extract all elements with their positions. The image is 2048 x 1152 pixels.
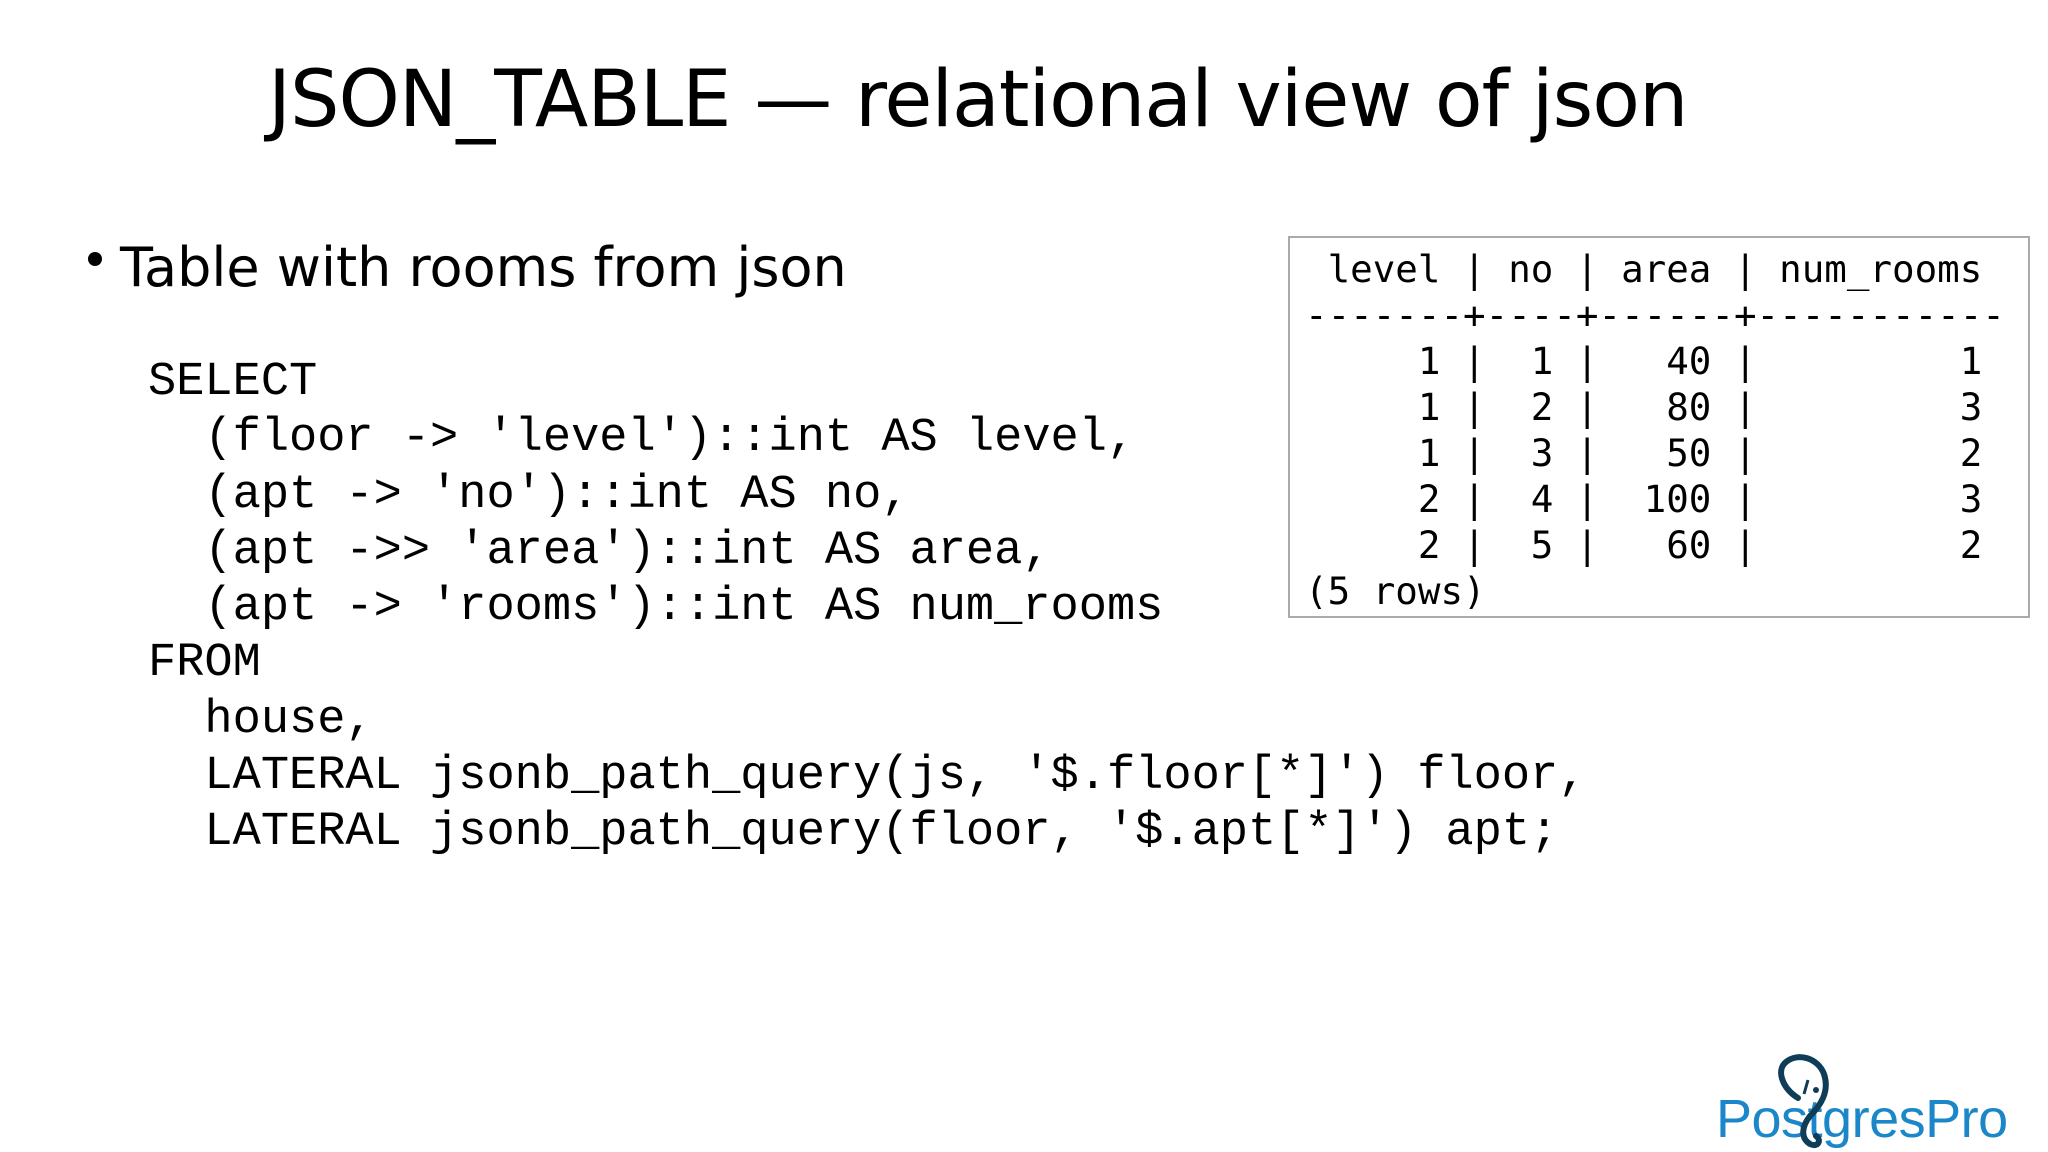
- bullet-item: Table with rooms from json: [88, 236, 847, 299]
- logo-wordmark: PostgresPro: [1716, 1089, 2008, 1149]
- code-line: LATERAL jsonb_path_query(js, '$.floor[*]…: [148, 750, 1587, 804]
- result-row: 1 | 1 | 40 | 1: [1305, 339, 1983, 383]
- result-row: 2 | 5 | 60 | 2: [1305, 523, 1983, 567]
- code-line: (floor -> 'level')::int AS level,: [148, 412, 1136, 466]
- query-result-box: level | no | area | num_rooms -------+--…: [1288, 236, 2030, 618]
- code-line: FROM: [148, 637, 261, 691]
- result-row: 1 | 2 | 80 | 3: [1305, 385, 1983, 429]
- code-line: SELECT: [148, 356, 318, 409]
- result-header: level | no | area | num_rooms: [1305, 247, 1983, 291]
- result-row: 2 | 4 | 100 | 3: [1305, 477, 1983, 521]
- elephant-icon: [1778, 1054, 1829, 1148]
- bullet-dot-icon: [88, 252, 102, 267]
- code-line: (apt -> 'no')::int AS no,: [148, 468, 910, 522]
- slide-title: JSON_TABLE — relational view of json: [268, 55, 1688, 145]
- code-line: (apt -> 'rooms')::int AS num_rooms: [148, 581, 1164, 635]
- sql-code-block: SELECT (floor -> 'level')::int AS level,…: [148, 355, 1586, 862]
- result-separator: -------+----+------+-----------: [1305, 293, 2005, 337]
- bullet-text: Table with rooms from json: [120, 236, 847, 299]
- query-result-table: level | no | area | num_rooms -------+--…: [1305, 246, 2005, 614]
- code-line: (apt ->> 'area')::int AS area,: [148, 524, 1051, 578]
- postgrespro-logo: PostgresPro: [1712, 1040, 2042, 1150]
- code-line: house,: [148, 693, 374, 747]
- result-row-count: (5 rows): [1305, 569, 1486, 613]
- code-line: LATERAL jsonb_path_query(floor, '$.apt[*…: [148, 806, 1559, 860]
- result-row: 1 | 3 | 50 | 2: [1305, 431, 1983, 475]
